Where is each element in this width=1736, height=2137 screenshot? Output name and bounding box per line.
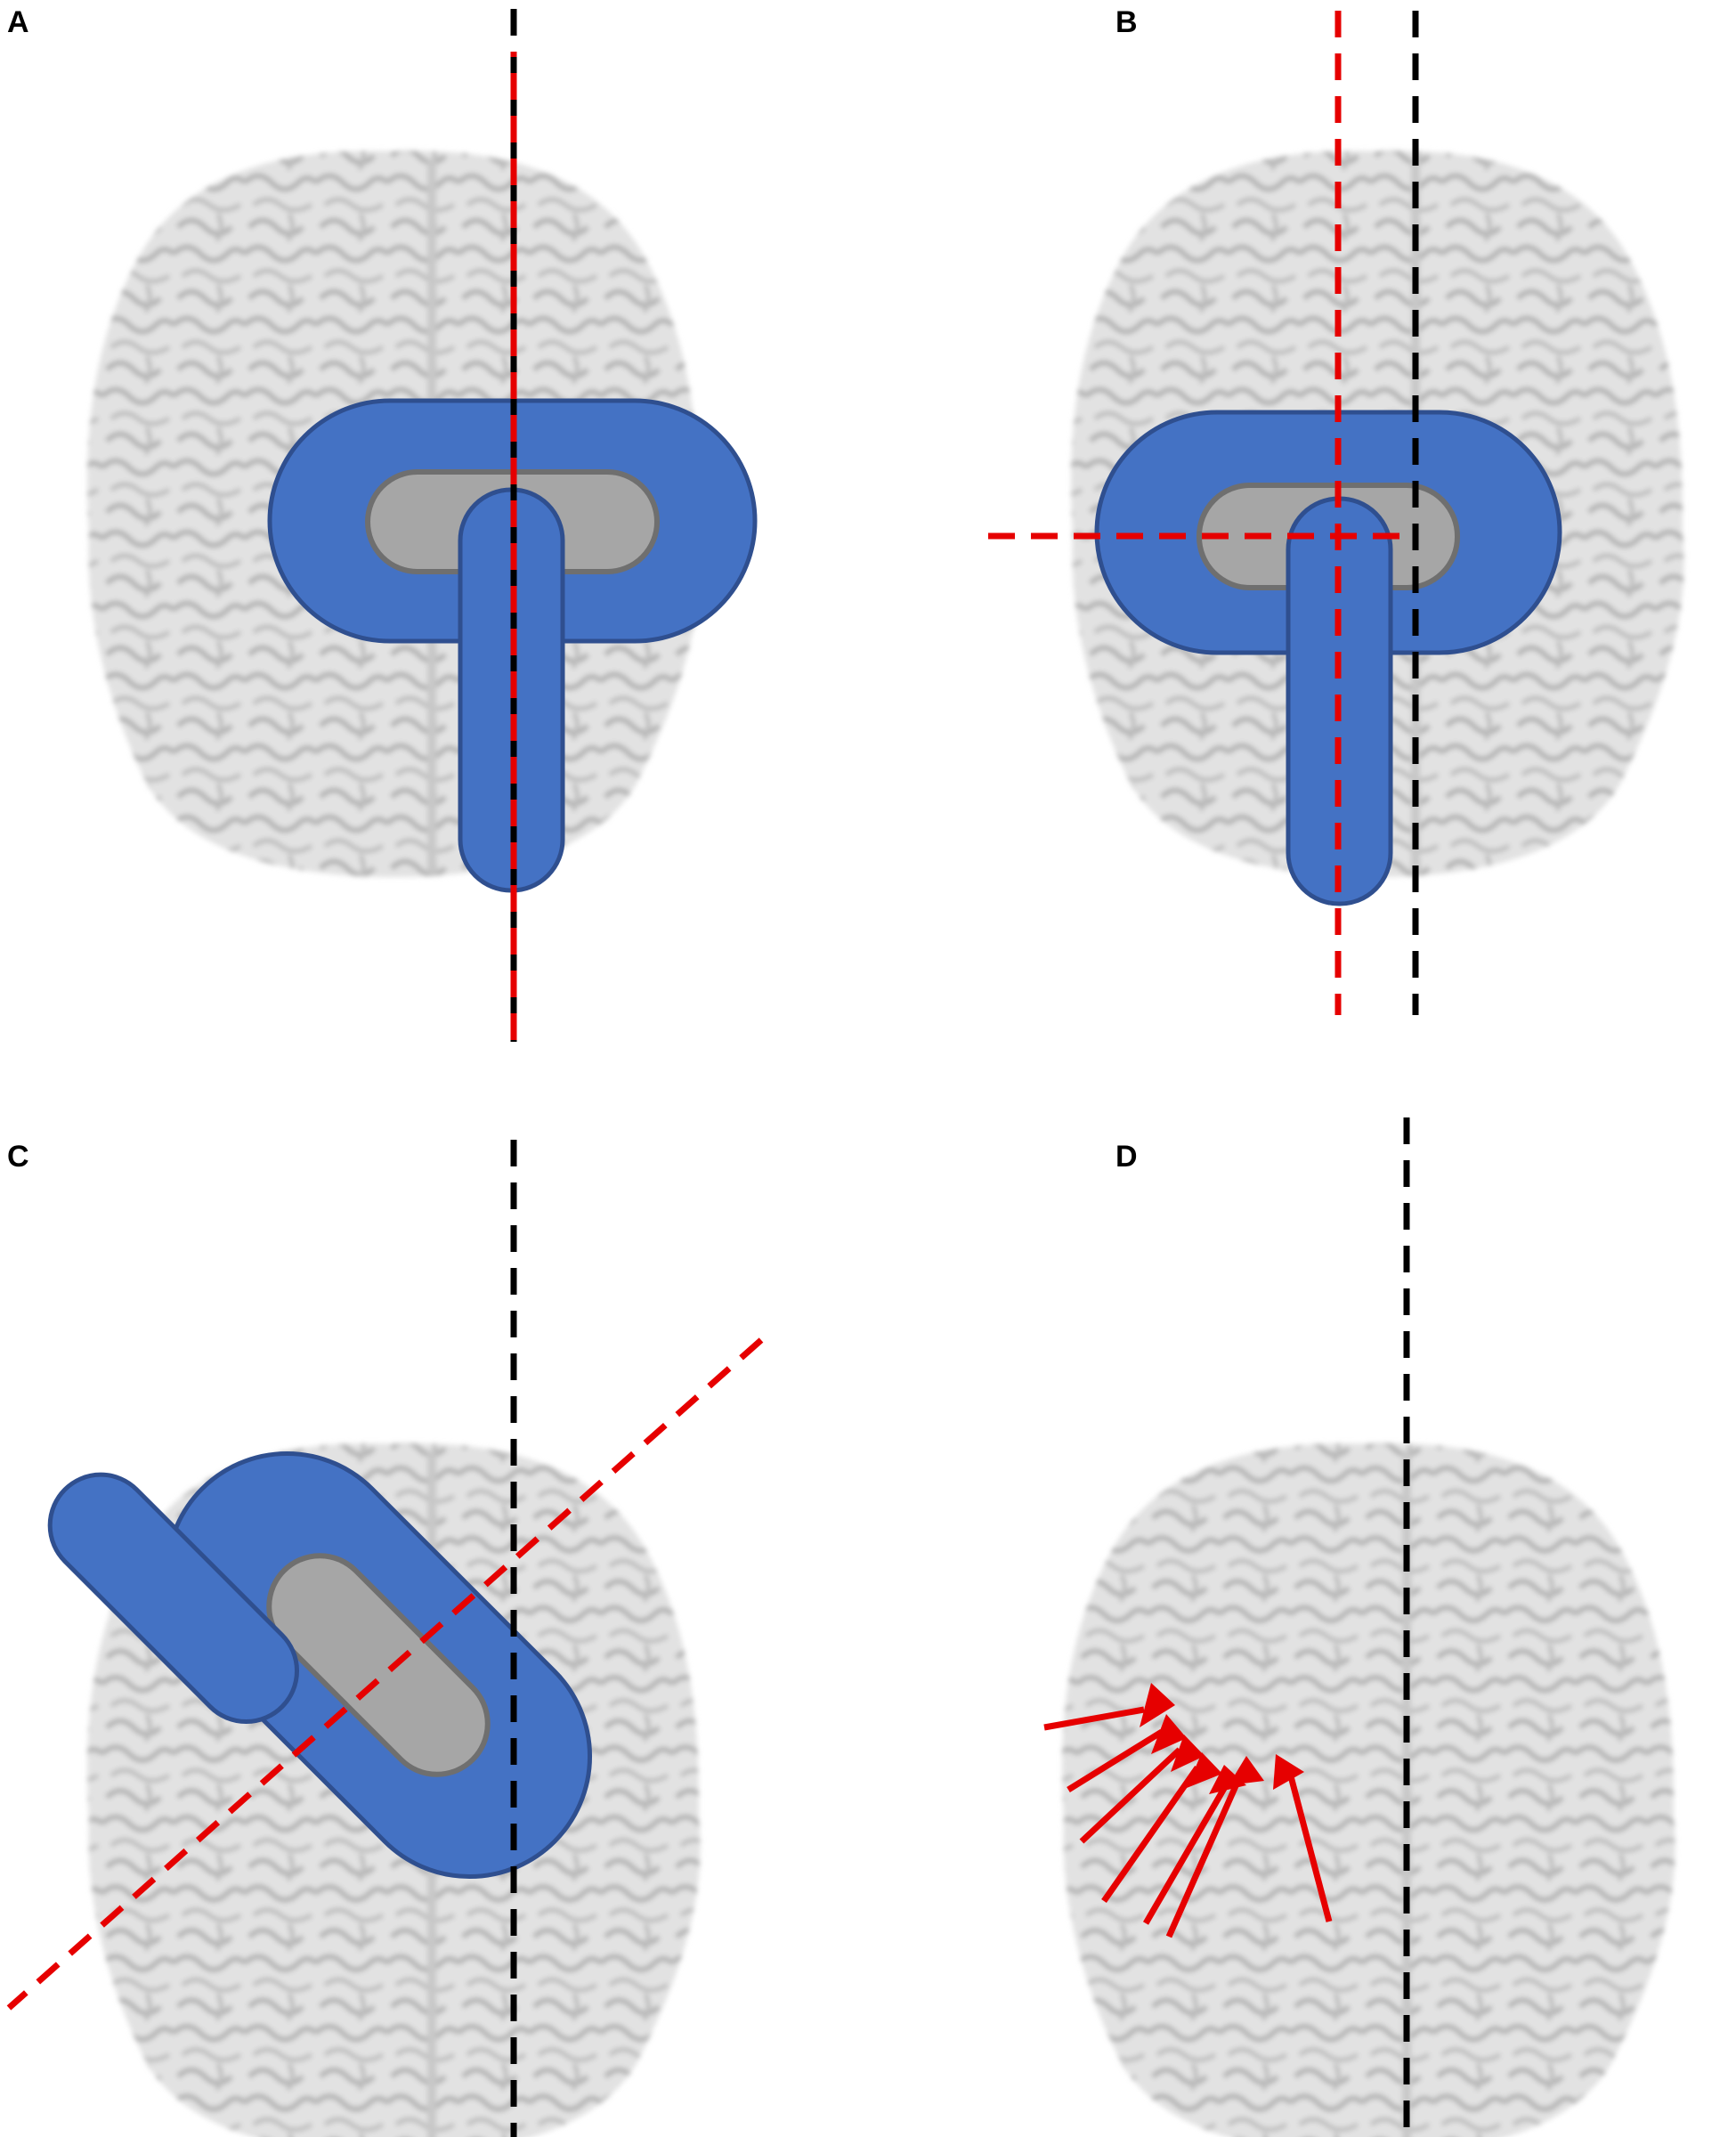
panel-d-diagram	[1043, 1117, 1675, 2137]
t-electrode-icon	[1094, 410, 1562, 906]
panel-c-diagram	[6, 1140, 764, 2137]
panel-a-diagram	[87, 9, 758, 1046]
panel-c: C	[0, 1068, 868, 2137]
panel-b-diagram	[988, 11, 1684, 1015]
current-direction-arrows-icon	[1043, 1683, 1333, 1938]
panel-d: D	[868, 1068, 1736, 2137]
brain-icon	[1062, 1443, 1675, 2137]
panel-b: B	[868, 0, 1736, 1068]
panel-label: A	[7, 5, 29, 39]
panel-label: D	[1115, 1140, 1138, 1174]
panel-label: C	[7, 1140, 29, 1174]
panel-label: B	[1115, 5, 1138, 39]
alignment-line-icon	[6, 1337, 764, 2011]
panel-a: A	[0, 0, 868, 1068]
